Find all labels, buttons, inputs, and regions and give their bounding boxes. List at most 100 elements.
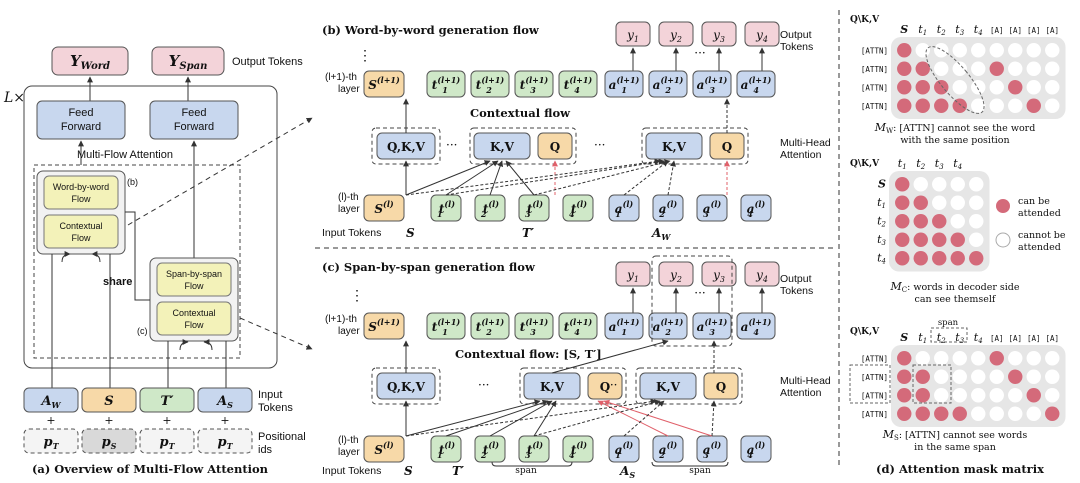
output-token-y1 — [615, 21, 651, 47]
legend-cannot-icon — [995, 232, 1011, 248]
svg-text:⋮: ⋮ — [350, 288, 364, 304]
mask-cell — [1026, 61, 1041, 76]
svg-text:Multi-Head: Multi-Head — [780, 375, 831, 387]
mask-cell — [989, 369, 1004, 384]
mask-row-label: [ATTN] — [861, 391, 888, 400]
svg-text:Output: Output — [780, 29, 812, 41]
output-token-label: y4 — [755, 268, 768, 284]
layer-top-token-label: S(l+1) — [368, 317, 400, 334]
multi-flow-attention-label: Multi-Flow Attention — [77, 149, 173, 161]
mask-cell — [971, 369, 986, 384]
mask-cell — [950, 232, 965, 247]
output-tokens-label-a: Output Tokens — [232, 56, 303, 68]
output-token-label: y2 — [669, 268, 682, 284]
mask-cell — [952, 369, 967, 384]
corner-label: Q\K,V — [850, 15, 880, 25]
mask-cell — [952, 388, 967, 403]
corner-label: Q\K,V — [850, 327, 880, 337]
mask-cell — [897, 406, 912, 421]
mask-cell — [915, 388, 930, 403]
mask-cell — [915, 406, 930, 421]
ellipsis: ··· — [606, 378, 617, 392]
layer-top-token-label: a(l+1)2 — [653, 317, 684, 337]
output-token-label: y3 — [712, 268, 725, 284]
mask-col-label: [A] — [1008, 26, 1022, 35]
mask-cell — [1008, 351, 1023, 366]
q-box — [703, 372, 739, 400]
feed-forward-1 — [36, 100, 126, 140]
mask-col-label: t1 — [918, 331, 927, 345]
mask-cell — [1026, 80, 1041, 95]
mask-cell — [989, 61, 1004, 76]
layer-bottom-token-label: a(l)4 — [747, 440, 766, 460]
mask-row-label: [ATTN] — [861, 46, 888, 55]
svg-text:Attention: Attention — [780, 149, 822, 161]
mask-cell — [895, 251, 910, 266]
svg-text:Positional: Positional — [258, 431, 306, 443]
output-token-label: y1 — [626, 268, 639, 284]
mask-cell — [1008, 369, 1023, 384]
multi-flow-attention-box — [33, 164, 241, 359]
mask-cell — [1008, 80, 1023, 95]
mask-col-label: t2 — [937, 23, 946, 37]
layer-bottom-token-label: t(l)2 — [480, 440, 499, 460]
mask-cell — [969, 195, 984, 210]
mask-cell — [1026, 406, 1041, 421]
mask-cell — [915, 369, 930, 384]
plus-sign: + — [104, 414, 113, 427]
layer-block — [23, 85, 278, 369]
mask-col-label: t2 — [916, 157, 925, 171]
layer-bottom-token-label: a(l)4 — [747, 199, 766, 219]
mask-cell — [932, 214, 947, 229]
mask-cell — [915, 351, 930, 366]
output-token-y2 — [658, 21, 694, 47]
mask-row-label: [ATTN] — [861, 410, 888, 419]
mask-cell — [989, 43, 1004, 58]
layer-bottom-token — [562, 435, 594, 463]
svg-text:Flow: Flow — [71, 194, 91, 204]
mask-cell — [989, 351, 1004, 366]
layer-top-token — [736, 312, 776, 340]
layer-top-token-label: t(l+1)2 — [476, 317, 505, 337]
svg-text:Span-by-span: Span-by-span — [166, 269, 222, 279]
mask-caption-line2: in the same span — [914, 442, 996, 453]
svg-text:Feed: Feed — [68, 107, 93, 119]
layer-bottom-token-label: t(l)2 — [480, 199, 499, 219]
svg-text:(l)-th: (l)-th — [338, 435, 359, 446]
mask-cell — [934, 388, 949, 403]
legend-cannot-label: cannot be — [1018, 230, 1066, 241]
output-token-y1 — [615, 261, 651, 287]
mask-cell — [915, 61, 930, 76]
layer-top-token — [514, 70, 554, 98]
mask-col-label: [A] — [990, 26, 1004, 35]
mask-cell — [913, 195, 928, 210]
corner-label: Q\K,V — [850, 159, 880, 169]
svg-text:Input Tokens: Input Tokens — [322, 227, 381, 239]
svg-text:(c): (c) — [137, 326, 148, 336]
mask-cell — [1045, 80, 1060, 95]
svg-text:Forward: Forward — [61, 121, 101, 133]
mask-cell — [969, 251, 984, 266]
svg-text:span: span — [515, 466, 537, 476]
svg-text:⋮: ⋮ — [358, 48, 372, 64]
mask-col-label: t4 — [953, 157, 962, 171]
svg-text:(l+1)-th: (l+1)-th — [325, 72, 357, 83]
mask-cell — [897, 80, 912, 95]
mask-cell — [952, 80, 967, 95]
mask-cell — [932, 232, 947, 247]
caption-a: (a) Overview of Multi-Flow Attention — [32, 462, 269, 476]
q-label: Q — [722, 140, 732, 154]
svg-text:Multi-Head: Multi-Head — [780, 137, 831, 149]
layer-bottom-token-label: S(l) — [374, 199, 393, 216]
positional-id-label: pT — [43, 435, 59, 451]
mask-row-label: t4 — [877, 251, 886, 265]
kv-box — [639, 372, 697, 400]
mask-cell — [1045, 98, 1060, 113]
feed-forward-2 — [149, 100, 239, 140]
svg-text:(l+1)-th: (l+1)-th — [325, 314, 357, 325]
mask-col-label: t3 — [935, 157, 944, 171]
panel-c: (c) Span-by-span generation flow ⋮ (l+1)… — [322, 255, 831, 480]
layer-top-token-label: a(l+1)4 — [741, 75, 772, 95]
output-token-label: y2 — [669, 28, 682, 44]
output-token-y3 — [701, 261, 737, 287]
